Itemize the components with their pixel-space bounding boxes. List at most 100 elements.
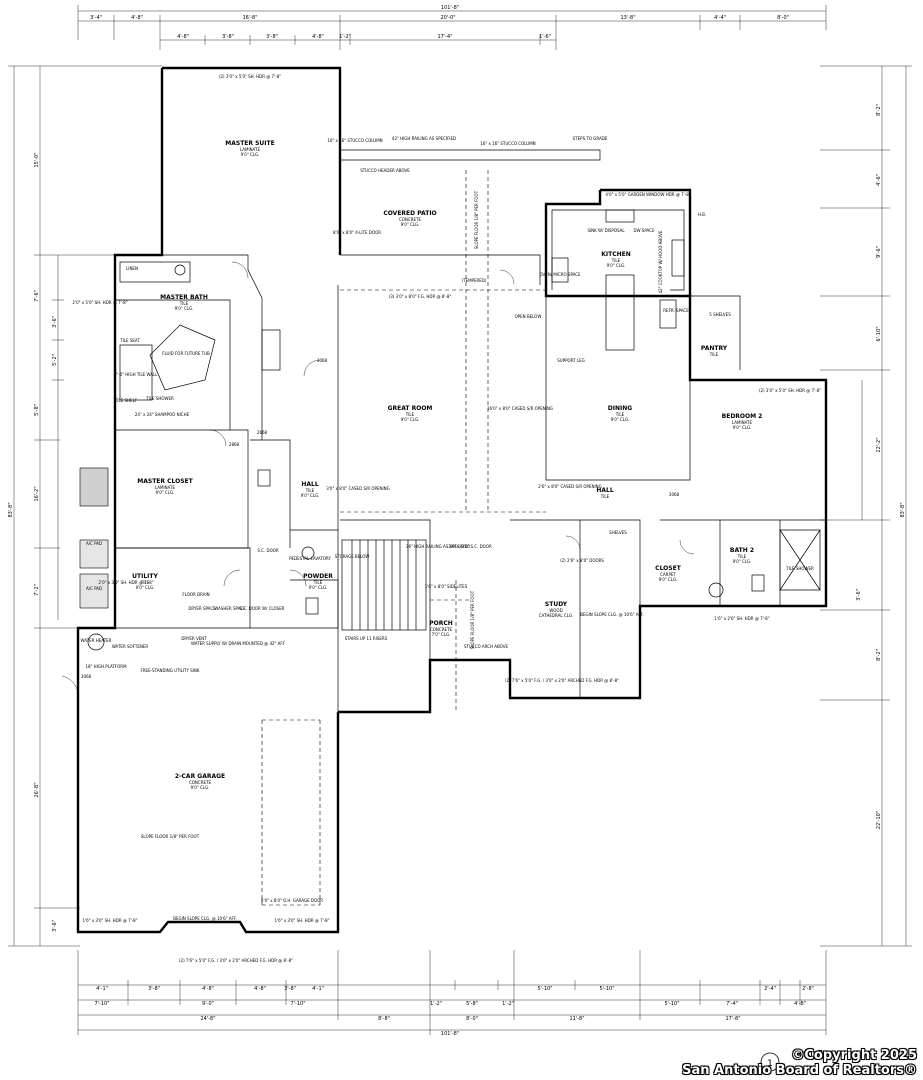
room-name-master-bath: MASTER BATH [160,294,208,301]
dim-left-overall: 83'-8" [8,502,14,517]
dim-right: 22'-2" [876,437,882,452]
vanity-2-icon [261,329,281,371]
dim-bottom: 7'-10" [94,1001,109,1007]
note: 1'6" x 2'6" SH. HDR @ 7'-8" [714,616,769,621]
dim-top-sub: 4'-8" [312,34,324,40]
note: 42" COOKTOP W/ HOOD ABOVE [658,230,663,293]
note: (2) 3'0" x 5'0" SH. HDR @ 7'-8" [759,388,821,393]
room-name-kitchen: KITCHEN [601,251,631,258]
bath2-shower-icon [779,529,821,591]
dim-top-sub: 1'-2" [339,34,351,40]
dim-top: 3'-4" [90,15,102,21]
dim-top: 8'-0" [777,15,789,21]
ac-pads [79,467,109,609]
note: 3'0" x 8'0" CASED S/R OPENING [326,486,389,491]
dim-bottom: 4'-8" [794,1001,806,1007]
bath2-toilet-icon [751,574,765,592]
room-ceiling: CATHEDRAL CLG. [539,613,574,618]
note: WASHER SPACE [214,606,246,611]
note: WATER SUPPLY W/ DRAIN MOUNTED @ 42" AFF [191,641,286,646]
note: BEGIN SLOPE CLG. @ 10'6" AFF. [173,916,237,921]
note: (2) 2'6" x 8'0" DOORS [560,558,604,563]
note: 1'6" x 3'0" SH. HDR @ 7'-8" [274,918,329,923]
room-finish: TILE [313,580,323,585]
dim-bottom: 3'-8" [284,986,296,992]
dim-right: 8'-2" [876,649,882,661]
copyright-text: ©Copyright 2025 [791,1048,917,1063]
dim-bottom: 1'-2" [430,1001,442,1007]
note: 2'6" x 8'0" CASED S/R OPENING [538,484,601,489]
note: (2) 7'6" x 5'0" F.G. / 3'0" x 2'0" ARCHE… [179,958,293,963]
watermark: ©Copyright 2025 San Antonio Board of Rea… [682,1048,917,1078]
room-finish: CONCRETE [189,780,211,785]
dim-right: 8'-2" [876,104,882,116]
room-name-master-closet: MASTER CLOSET [137,478,193,485]
room-finish: CONCRETE [430,627,452,632]
room-name-garage: 2-CAR GARAGE [175,773,225,780]
dim-bottom: 5'-10" [664,1001,679,1007]
dim-top-overall: 101'-8" [441,5,459,11]
note: 16" x 16" STUCCO COLUMN [327,138,382,143]
note: S.C. DOOR W/ CLOSER [239,606,284,611]
dim-top: 16'-8" [242,15,257,21]
room-finish: TILE [615,412,625,417]
dim-right: 6'-10" [876,326,882,341]
room-ceiling: 7'0" CLG. [432,632,451,637]
note: 24" x 24" SHAMPOO NICHE [135,412,190,417]
note: 5 SHELVES [709,312,731,317]
ac-pad-hatch [79,467,109,507]
dim-bottom: 24'-8" [200,1016,215,1022]
dashed-lines [261,170,546,906]
room-ceiling: 9'0" CLG. [733,559,752,564]
dim-top-sub: 3'-8" [266,34,278,40]
room-finish: TILE [600,494,610,499]
note: 42" HIGH RAILING AS SPECIFIED [392,136,456,141]
dim-top: 4'-8" [131,15,143,21]
dim-left: 15'-0" [34,152,40,167]
note: A/C PAD [86,586,102,591]
dim-bottom: 2'-8" [802,986,814,992]
note: SUPPORT LEG [557,358,585,363]
note: 16'0" x 8'0" CASED S/R OPENING [487,406,553,411]
note: 1'6" x 3'0" SH. HDR @ 7'-8" [82,918,137,923]
sheet-title: First F [793,1049,823,1060]
note: OPEN BELOW [515,314,542,319]
note: LINEN [126,266,138,271]
left-dimension-lines: 15'-0" 7'-6" 3'-6" 5'-2" 5'-8" 16'-2" 7'… [8,65,162,947]
room-finish: TILE [305,488,315,493]
dim-right-overall: 83'-8" [900,502,906,517]
ac-pad-2 [79,573,109,609]
dim-right: 22'-10" [876,811,882,829]
door-tag: 3068 [669,492,680,497]
door-tag: 2668 [257,430,268,435]
note: STORAGE BELOW [335,554,370,559]
note: SLOPE FLOOR 1/8" PER FOOT [470,590,475,649]
plan-notes: STUCCO HEADER ABOVE 16" x 16" STUCCO COL… [72,74,821,963]
dim-bottom: 8'-0" [466,1016,478,1022]
vanity-icon [119,261,191,283]
room-name-pantry: PANTRY [701,345,728,352]
dim-left: 3'-6" [52,316,58,328]
pedestal-lav-icon [301,546,315,560]
note: OVEN/ MICRO SPACE [539,272,581,277]
dim-right: 3'-6" [856,589,862,601]
note: 8'0" x 8'0" 4-LITE DOOR [333,230,381,235]
room-ceiling: 9'0" CLG. [401,222,420,227]
note: REFR. SPACE [663,308,689,313]
room-name-porch: PORCH [429,620,453,627]
bottom-dimension-lines: 4'-1" 3'-8" 4'-8" 4'-8" 3'-8" 4'-1" 1'-2… [77,950,827,1037]
room-name-dining: DINING [608,405,632,412]
note: STAIRS UP 11 RISERS [345,636,388,641]
door-swings [61,261,695,695]
note: 4'0" x 5'0" GARDEN WINDOW HDR @ 7'-8" [605,192,690,197]
dim-top: 4'-4" [714,15,726,21]
door-tag: 3068 [81,674,92,679]
note: WATER HEATER [81,638,112,643]
room-name-powder: POWDER [303,573,333,580]
dim-bottom: 4'-1" [96,986,108,992]
refrigerator-space [659,299,677,329]
note: (2) 7'6" x 5'0" F.G. / 3'0" x 2'0" ARCHE… [505,678,619,683]
dim-right: 9'-6" [876,246,882,258]
note: A/C PAD [86,541,102,546]
